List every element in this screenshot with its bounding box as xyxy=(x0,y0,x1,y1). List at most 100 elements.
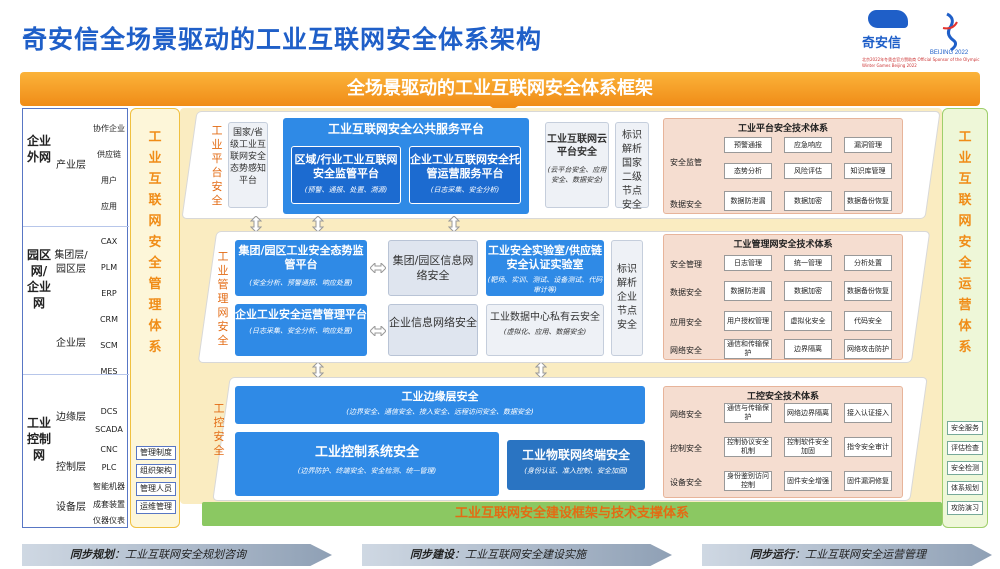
zone-sub: 控制层 xyxy=(56,462,86,473)
tech-row-label: 网络安全 xyxy=(670,410,702,419)
lab-sub: (靶场、实训、测试、设备测试、代码审计等) xyxy=(487,276,603,294)
control-layer-label: 工控安全 xyxy=(213,402,225,457)
iot-terminal-box: 工业物联网终端安全 (身份认证、准入控制、安全加固) xyxy=(507,440,645,490)
data-center-box: 工业数据中心私有云安全 (虚拟化、应用、数据安全) xyxy=(486,304,604,356)
iot-title: 工业物联网终端安全 xyxy=(521,448,630,462)
zone-sub: 产业层 xyxy=(56,160,86,171)
tech-cell: 固件安全增强 xyxy=(784,471,832,491)
sponsor-text: 北京2022年冬奥会官方赞助商 Official Sponsor of the … xyxy=(862,57,980,68)
tech-cell: 代码安全 xyxy=(844,311,892,331)
zone-item: DCS xyxy=(100,407,118,416)
zone-name: 工业控制网 xyxy=(27,416,52,462)
tech-cell: 边界隔离 xyxy=(784,339,832,359)
lab-title: 工业安全实验室/供应链安全认证实验室 xyxy=(487,244,603,271)
tech-cell: 态势分析 xyxy=(724,163,772,179)
tech-row-label: 安全监管 xyxy=(670,158,702,167)
tech-cell: 风险评估 xyxy=(784,163,832,179)
footer-running: 同步运行：工业互联网安全运营管理 xyxy=(702,544,992,566)
zone-item: CNC xyxy=(100,445,118,454)
tech-cell: 固件漏洞修复 xyxy=(844,471,892,491)
regional-title: 区域/行业工业互联网安全监管平台 xyxy=(294,153,398,180)
control-system-box: 工业控制系统安全 (边界防护、终端安全、安全检测、统一管理) xyxy=(235,432,499,496)
tech-cell: 数据防泄漏 xyxy=(724,191,772,211)
leftright-arrow-icon xyxy=(370,263,386,273)
leftright-arrow-icon xyxy=(370,326,386,336)
group-network-box: 集团/园区信息网络安全 xyxy=(388,240,478,296)
edge-sub: (边界安全、通信安全、接入安全、远程访问安全、数据安全) xyxy=(346,408,534,416)
manage-item: 组织架构 xyxy=(136,464,176,478)
platform-tech-system: 工业平台安全技术体系 安全监管 数据安全 预警通报 应急响应 漏洞管理 态势分析… xyxy=(663,118,903,214)
manage-item: 管理人员 xyxy=(136,482,176,496)
tech-row-label: 网络安全 xyxy=(670,346,702,355)
tech-cell: 数据加密 xyxy=(784,281,832,301)
group-sub: (安全分析、预警通报、响应处置) xyxy=(249,279,353,287)
management-system-title: 工业互联网安全管理体系 xyxy=(148,130,162,355)
updown-arrow-icon xyxy=(448,216,460,232)
footer-label: 同步运行 xyxy=(750,548,794,561)
ops-system-title: 工业互联网安全运营体系 xyxy=(958,130,972,355)
cloud-title: 工业互联网云平台安全 xyxy=(547,134,607,158)
tech-cell: 控制协议安全机制 xyxy=(724,437,772,457)
operations-system-column: 工业互联网安全运营体系 安全服务 评估检查 安全检测 体系规划 攻防演习 xyxy=(942,108,988,528)
edge-security-box: 工业边缘层安全 (边界安全、通信安全、接入安全、远程访问安全、数据安全) xyxy=(235,386,645,424)
tech-cell: 应急响应 xyxy=(784,137,832,153)
tech-cell: 预警通报 xyxy=(724,137,772,153)
tech-title: 工业平台安全技术体系 xyxy=(737,124,828,134)
zone-item: 协作企业 xyxy=(93,124,125,133)
regional-platform-box: 区域/行业工业互联网安全监管平台 (预警、通报、处置、溯源) xyxy=(291,146,401,204)
control-tech-system: 工控安全技术体系 网络安全 控制安全 设备安全 通信与传输保护 网络边界隔离 接… xyxy=(663,386,903,498)
updown-arrow-icon xyxy=(312,216,324,232)
tech-row-label: 安全管理 xyxy=(670,260,702,269)
dc-title: 工业数据中心私有云安全 xyxy=(490,312,600,323)
updown-arrow-icon xyxy=(535,362,547,378)
tech-row-label: 控制安全 xyxy=(670,444,702,453)
zone-external: 企业外网 产业层 协作企业 供应链 用户 应用 xyxy=(23,109,129,227)
page-title: 奇安信全场景驱动的工业互联网安全体系架构 xyxy=(22,25,543,54)
updown-arrow-icon xyxy=(250,216,262,232)
info-network-box: 企业信息网络安全 xyxy=(388,304,478,356)
tech-cell: 数据备份恢复 xyxy=(844,281,892,301)
zone-sub: 边缘层 xyxy=(56,412,86,423)
tech-row-label: 数据安全 xyxy=(670,200,702,209)
banner-text: 全场景驱动的工业互联网安全体系框架 xyxy=(347,78,653,99)
footer-text: 工业互联网安全运营管理 xyxy=(805,548,926,561)
network-zones-panel: 企业外网 产业层 协作企业 供应链 用户 应用 园区网/企业网 集团层/园区层 … xyxy=(22,108,129,529)
ops-sub: (日志采集、安全分析、响应处置) xyxy=(249,327,353,335)
tech-cell: 虚拟化安全 xyxy=(784,311,832,331)
ops-item: 攻防演习 xyxy=(947,501,983,515)
footer-label: 同步建设 xyxy=(410,548,454,561)
tech-cell: 接入认证接入 xyxy=(844,403,892,423)
framework-banner: 全场景驱动的工业互联网安全体系框架 xyxy=(20,72,980,116)
tech-cell: 网络边界隔离 xyxy=(784,403,832,423)
tech-row-label: 设备安全 xyxy=(670,478,702,487)
tech-cell: 身份鉴别访问控制 xyxy=(724,471,772,491)
zone-item: SCADA xyxy=(95,425,123,434)
zone-item: CRM xyxy=(99,315,119,324)
manage-item: 管理制度 xyxy=(136,446,176,460)
ops-item: 安全检测 xyxy=(947,461,983,475)
identity-node-box: 标识解析国家二级节点安全 xyxy=(615,122,649,211)
tech-row-label: 数据安全 xyxy=(670,288,702,297)
footer-text: 工业互联网安全规划咨询 xyxy=(125,548,246,561)
zone-item: 仪器仪表 xyxy=(93,516,125,525)
tech-cell: 控制软件安全加固 xyxy=(784,437,832,457)
zone-item: 应用 xyxy=(101,202,117,211)
tech-cell: 数据防泄漏 xyxy=(724,281,772,301)
zone-control: 工业控制网 边缘层 控制层 设备层 DCS SCADA CNC PLC 智能机器… xyxy=(23,375,129,529)
tech-cell: 通信与传输保护 xyxy=(724,403,772,423)
zone-sub: 企业层 xyxy=(56,338,86,349)
manage-item: 运维管理 xyxy=(136,500,176,514)
enterprise-sub: (日志采集、安全分析) xyxy=(430,186,500,194)
enterprise-platform-box: 企业工业互联网安全托管运营服务平台 (日志采集、安全分析) xyxy=(409,146,521,204)
tech-cell: 用户授权管理 xyxy=(724,311,772,331)
footer-planning: 同步规划：工业互联网安全规划咨询 xyxy=(22,544,332,566)
zone-item: CAX xyxy=(100,237,118,246)
tech-cell: 日志管理 xyxy=(724,255,772,271)
zone-campus: 园区网/企业网 集团层/园区层 企业层 CAX PLM ERP CRM SCM … xyxy=(23,227,129,376)
group-title: 集团/园区工业安全态势监管平台 xyxy=(238,244,364,271)
group-monitor-platform: 集团/园区工业安全态势监管平台 (安全分析、预警通报、响应处置) xyxy=(235,240,367,296)
tech-cell: 知识库管理 xyxy=(844,163,892,179)
enterprise-title: 企业工业互联网安全托管运营服务平台 xyxy=(410,153,520,180)
tech-cell: 指令安全审计 xyxy=(844,437,892,457)
zone-item: PLM xyxy=(100,263,118,272)
